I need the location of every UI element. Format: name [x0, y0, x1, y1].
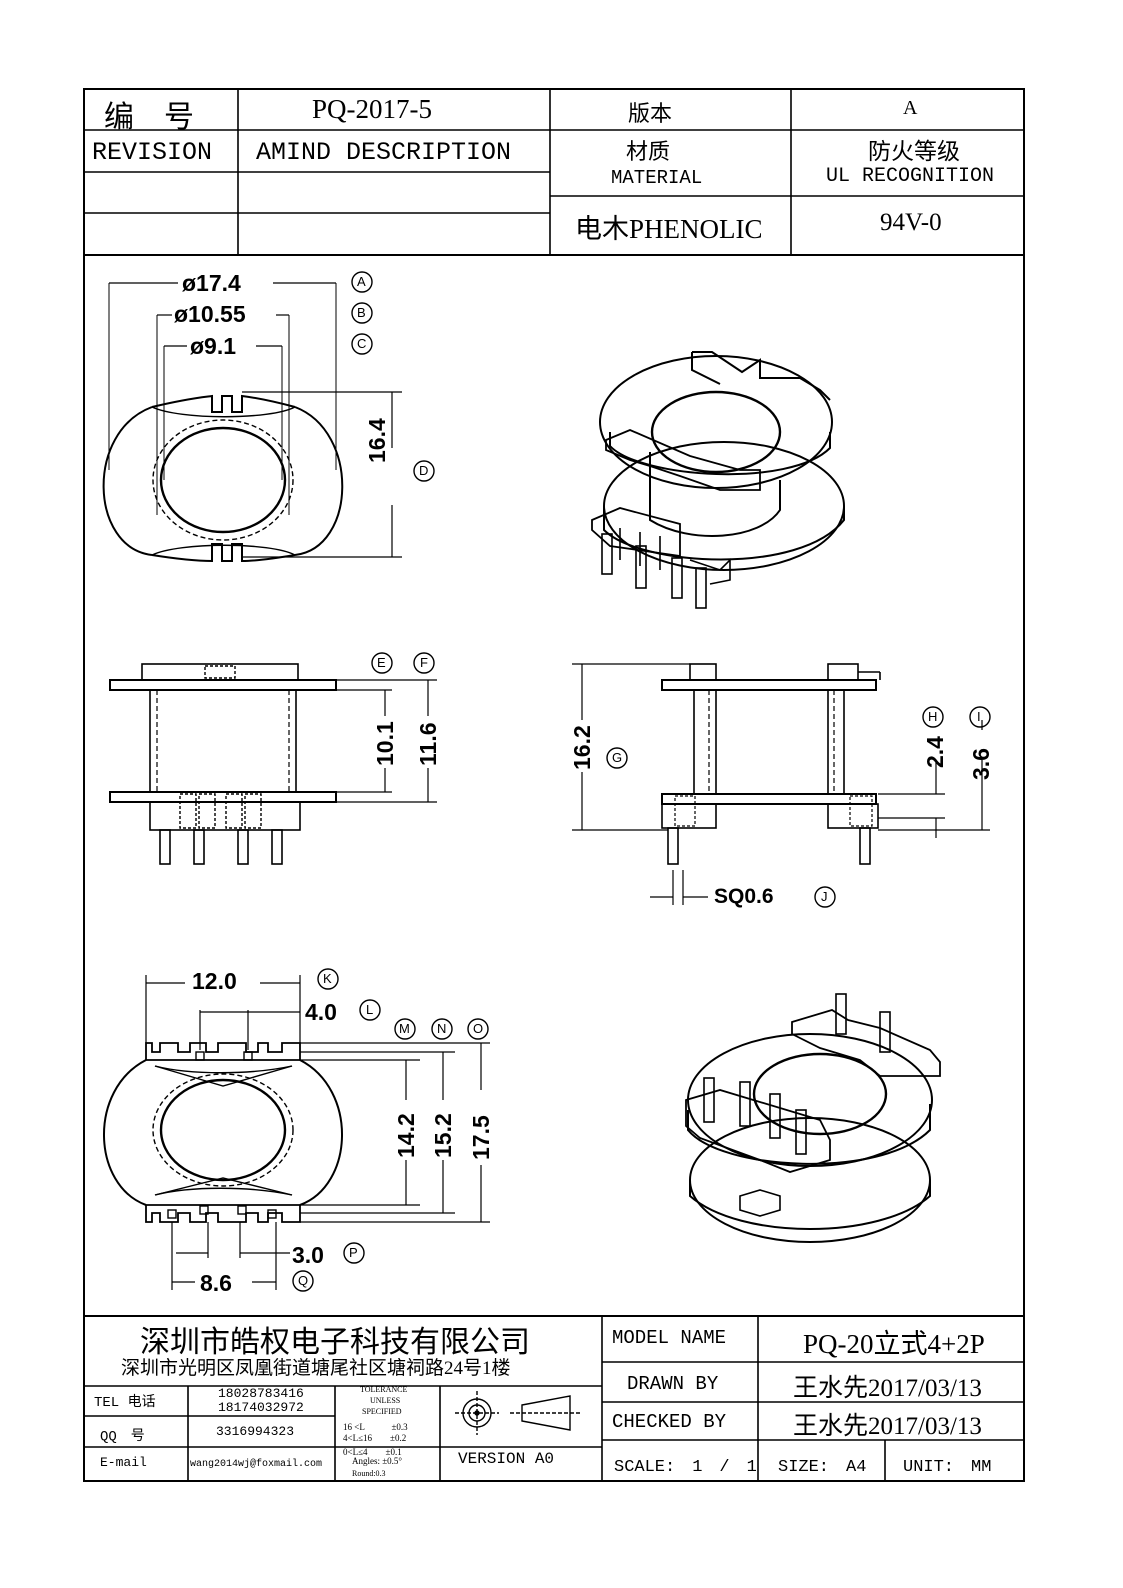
marker-q: Q [298, 1273, 309, 1288]
dim-k-label: 12.0 [192, 968, 237, 994]
ul-label-cn: 防火等级 [868, 139, 960, 164]
front-view [109, 663, 437, 865]
marker-o: O [473, 1021, 484, 1036]
email-label: E-mail [100, 1455, 147, 1470]
marker-n: N [437, 1021, 447, 1036]
version-label: 版本 [628, 101, 673, 126]
company-name: 深圳市皓权电子科技有限公司 [140, 1326, 530, 1359]
material-label-cn: 材质 [626, 139, 671, 164]
ul-label-en: UL RECOGNITION [826, 165, 995, 188]
dim-m-label: 14.2 [393, 1113, 419, 1158]
tel-1: 18028783416 [218, 1386, 304, 1401]
tolerance-title-1: TOLERANCE [360, 1385, 408, 1394]
side-view [572, 663, 990, 905]
tolerance-row-1: 16 <L ±0.3 [343, 1422, 408, 1432]
bottom-view [103, 975, 490, 1290]
dim-e-label: 10.1 [372, 721, 398, 766]
marker-e: E [377, 655, 386, 670]
marker-k: K [323, 971, 332, 986]
qq-label: QQ 号 [100, 1429, 145, 1445]
marker-m: M [399, 1021, 410, 1036]
isometric-view-top [591, 351, 845, 609]
size-value: SIZE: A4 [778, 1458, 867, 1477]
tolerance-row-3: 0<L≤4 ±0.1 [343, 1447, 402, 1457]
dim-o-label: 17.5 [468, 1115, 494, 1160]
dim-d-label: 16.4 [364, 418, 390, 463]
marker-b: B [357, 305, 366, 320]
marker-i: I [977, 709, 981, 724]
material-value: 电木PHENOLIC [575, 214, 763, 244]
tolerance-title-2: UNLESS [370, 1396, 401, 1405]
dim-j-label: SQ0.6 [714, 885, 774, 908]
dim-l-label: 4.0 [305, 999, 337, 1025]
number-value: PQ-2017-5 [312, 94, 432, 124]
marker-h: H [928, 709, 938, 724]
marker-l: L [366, 1002, 374, 1017]
email-value: wang2014wj@foxmail.com [190, 1459, 323, 1470]
marker-f: F [420, 655, 428, 670]
marker-circles [292, 271, 991, 1292]
marker-j: J [821, 889, 828, 904]
drawn-label: DRAWN BY [627, 1373, 719, 1395]
scale-value: SCALE: 1 / 1 [614, 1458, 757, 1477]
model-value: PQ-20立式4+2P [803, 1329, 985, 1359]
dim-g-label: 16.2 [569, 725, 595, 770]
version-value: A [903, 97, 918, 119]
tolerance-row-4: Angles: ±0.5° [352, 1456, 403, 1466]
material-label-en: MATERIAL [611, 167, 703, 189]
dim-i-label: 3.6 [968, 748, 994, 780]
isometric-view-bottom [685, 993, 941, 1243]
model-label: MODEL NAME [612, 1327, 727, 1349]
unit-value: UNIT: MM [903, 1458, 992, 1477]
dim-c-label: ø9.1 [190, 333, 237, 359]
qq-value: 3316994323 [216, 1424, 295, 1439]
marker-a: A [357, 274, 366, 289]
top-view [102, 282, 402, 563]
checked-label: CHECKED BY [612, 1411, 727, 1433]
marker-g: G [612, 750, 623, 765]
dim-f-label: 11.6 [415, 722, 441, 767]
revision-label: REVISION [92, 138, 213, 167]
tolerance-row-2: 4<L≤16 ±0.2 [343, 1433, 407, 1443]
number-label: 编 号 [104, 101, 194, 134]
version-value-footer: VERSION A0 [458, 1450, 555, 1468]
projection-symbol [455, 1391, 580, 1435]
marker-p: P [349, 1245, 358, 1260]
dim-b-label: ø10.55 [174, 301, 246, 327]
dim-p-label: 3.0 [292, 1242, 324, 1268]
amend-label: AMIND DESCRIPTION [256, 138, 512, 167]
ul-value: 94V-0 [880, 209, 942, 236]
dim-a-label: ø17.4 [182, 270, 241, 296]
dim-n-label: 15.2 [430, 1113, 456, 1158]
drawn-value: 王水先2017/03/13 [793, 1375, 982, 1402]
tolerance-title-3: SPECIFIED [362, 1407, 402, 1416]
company-address: 深圳市光明区凤凰街道塘尾社区塘祠路24号1楼 [121, 1358, 511, 1379]
dim-h-label: 2.4 [922, 736, 948, 768]
marker-c: C [357, 336, 367, 351]
tel-label: TEL 电话 [94, 1395, 156, 1411]
tel-2: 18174032972 [218, 1400, 304, 1415]
dim-q-label: 8.6 [200, 1270, 232, 1296]
marker-d: D [419, 463, 429, 478]
checked-value: 王水先2017/03/13 [793, 1413, 982, 1440]
tolerance-row-5: Round:0.3 [352, 1469, 386, 1478]
